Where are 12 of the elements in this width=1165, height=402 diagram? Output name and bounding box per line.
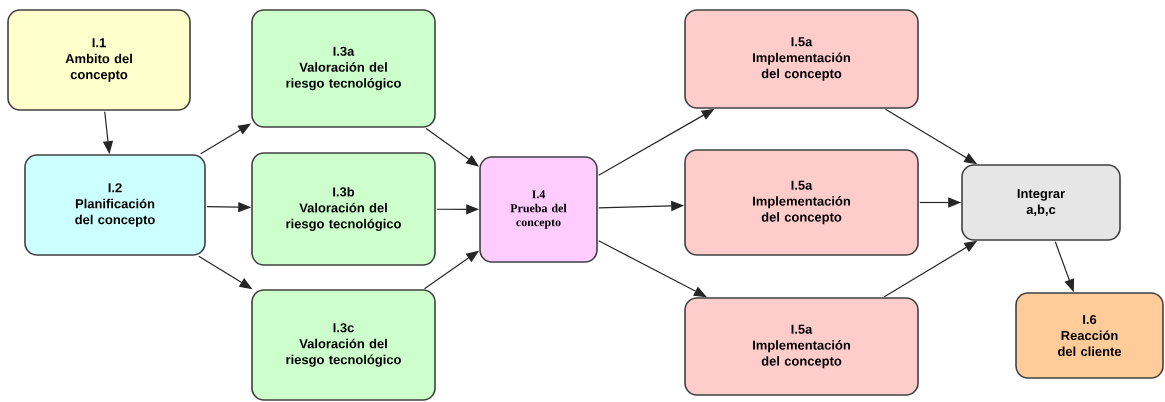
process-box: I.2 Planificación del concepto [24, 154, 206, 256]
process-box: Integrar a,b,c [961, 164, 1121, 241]
process-box: I.5a Implementación del concepto [684, 9, 919, 109]
process-box: I.3b Valoración del riesgo tecnológico [251, 152, 436, 266]
process-box: I.6 Reacción del cliente [1015, 292, 1164, 379]
process-box: I.4 Prueba del concepto [479, 156, 598, 263]
process-box: I.5a Implementación del concepto [684, 149, 919, 256]
arrow [598, 240, 707, 298]
process-box: I.5a Implementación del concepto [684, 297, 919, 396]
process-box: I.1 Ambito del concepto [7, 9, 191, 111]
process-box: I.3c Valoración del riesgo tecnológico [251, 289, 436, 401]
process-box: I.3a Valoración del riesgo tecnológico [251, 9, 436, 128]
